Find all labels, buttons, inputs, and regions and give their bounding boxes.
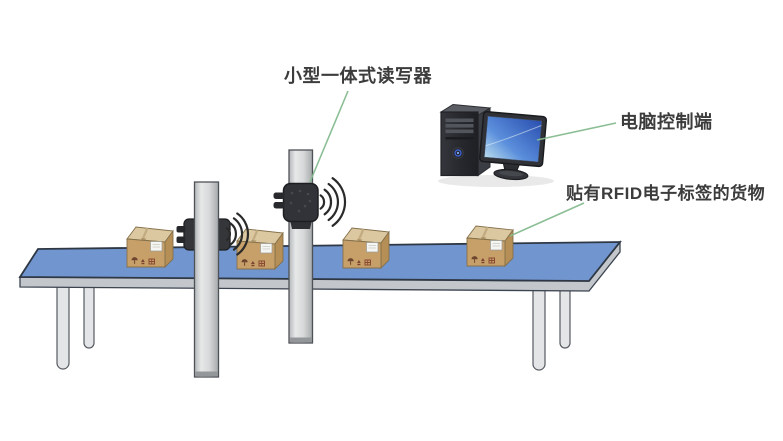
wifi-waves-center (319, 177, 347, 227)
cardboard-box-1 (125, 225, 175, 269)
gantry-pole-left (193, 181, 220, 378)
computer-shadow (438, 175, 554, 187)
table-leg-back-left (83, 285, 95, 349)
annotation-line-goods (509, 202, 585, 237)
rfid-reader-center (273, 182, 319, 229)
computer (438, 103, 554, 187)
cardboard-box-3 (341, 226, 391, 270)
conveyor-belt-surface (18, 241, 622, 282)
label-tagged-goods: 贴有RFID电子标签的货物 (566, 184, 766, 203)
monitor-screen (484, 116, 542, 163)
label-reader: 小型一体式读写器 (284, 66, 432, 86)
table-legs (56, 285, 571, 371)
table-leg-front-left (56, 285, 70, 370)
annotation-line-computer (536, 122, 617, 141)
gantry-pole-center (288, 149, 314, 344)
table-leg-front-right (532, 287, 546, 371)
cardboard-box-4 (465, 224, 515, 268)
label-computer-terminal: 电脑控制端 (620, 112, 713, 132)
annotation-line-reader (309, 90, 349, 183)
computer-monitor (479, 110, 548, 181)
table-leg-back-right (559, 287, 571, 349)
wifi-waves-left (225, 212, 250, 256)
